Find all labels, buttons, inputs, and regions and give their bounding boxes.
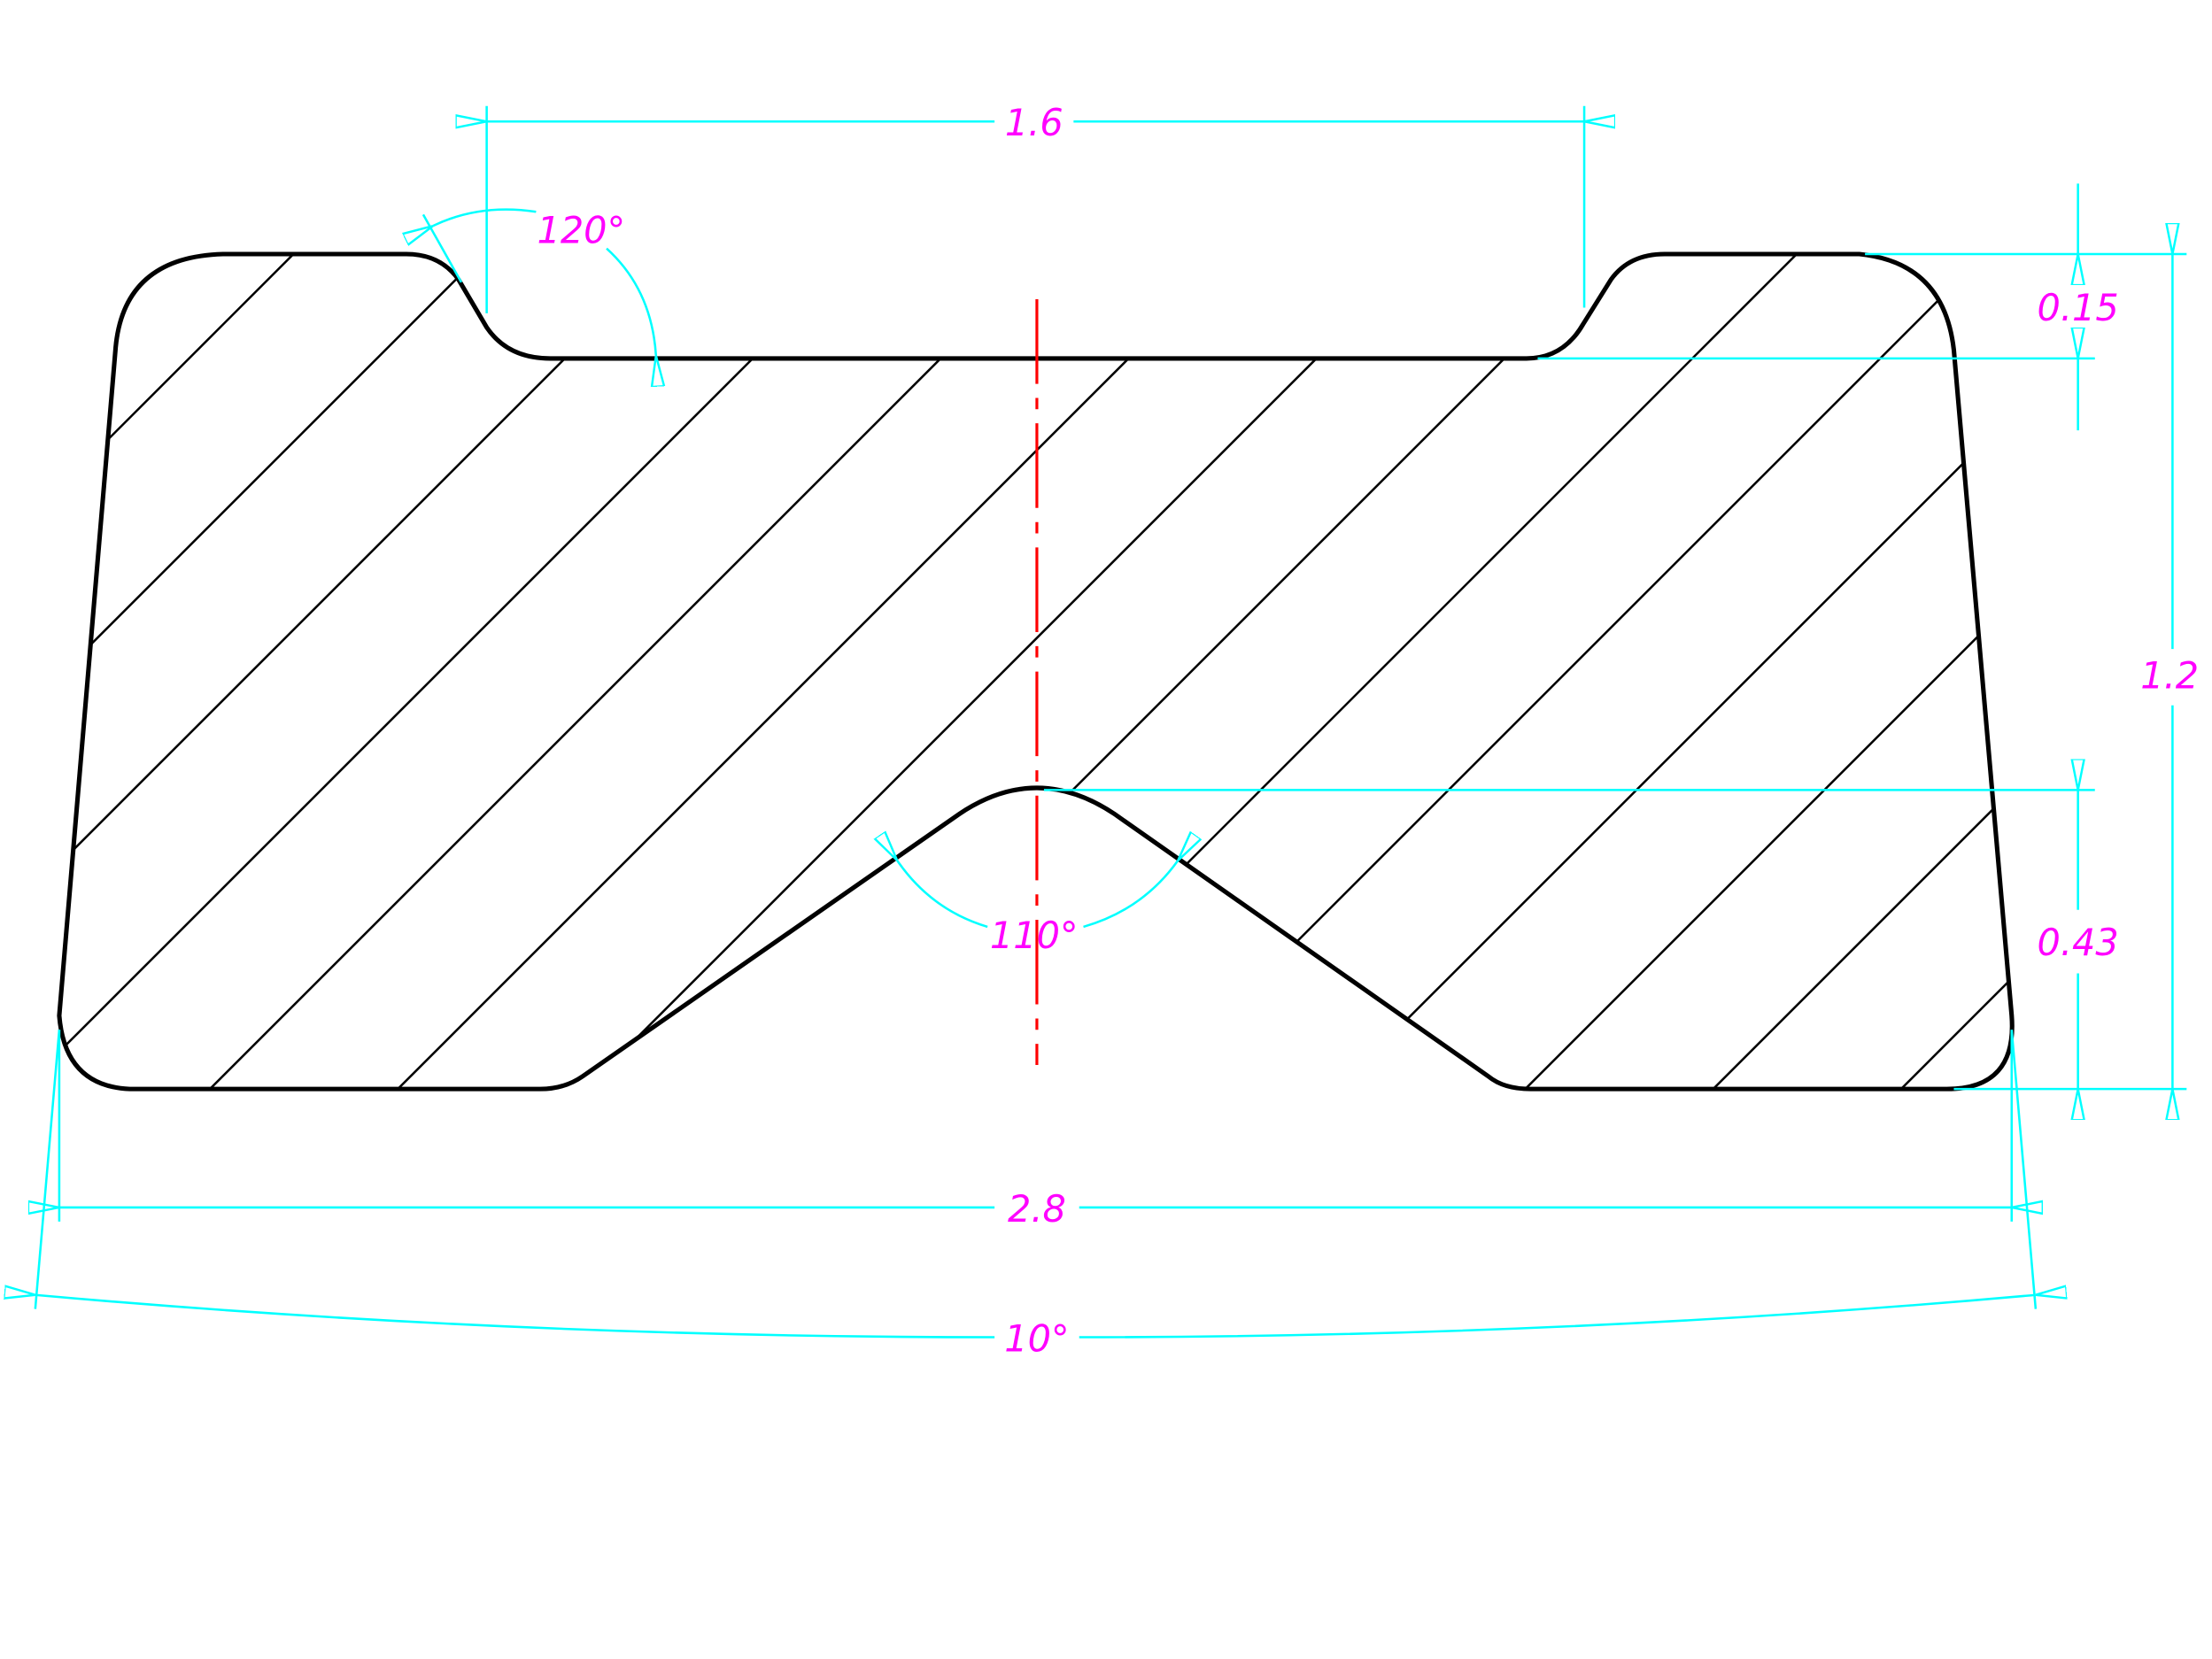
- hatch-line: [1531, 254, 2013, 1090]
- dimension-text: 2.8: [1008, 1188, 1066, 1231]
- hatch-line: [58, 254, 407, 1090]
- dimension-text: 1.2: [2140, 655, 2199, 698]
- hatching: [58, 254, 2013, 1090]
- dimension-top-angle: 120°: [423, 208, 656, 355]
- dimension-top-width: 1.6: [487, 101, 1584, 313]
- hatch-line: [58, 254, 595, 1090]
- hatch-line: [592, 254, 1723, 1090]
- hatch-line: [58, 254, 971, 1090]
- dimension-text: 1.6: [1005, 102, 1063, 144]
- dimension-text: 10°: [1004, 1317, 1069, 1360]
- dimension-notch-angle: 110°: [897, 860, 1178, 957]
- dimension-text: 0.15: [2038, 287, 2119, 329]
- hatch-line: [1720, 254, 2013, 1090]
- hatch-line: [58, 254, 784, 1090]
- part-profile-outline: [57, 251, 2015, 1092]
- dimension-notch-height: 0.43: [1043, 790, 2187, 1089]
- hatch-line: [216, 254, 1347, 1090]
- dimension-bottom-width: 2.8: [59, 1030, 2012, 1231]
- hatch-line: [968, 254, 2013, 1090]
- hatch-line: [1343, 254, 2013, 1090]
- hatch-line: [58, 254, 1159, 1090]
- hatch-line: [404, 254, 1535, 1090]
- dimension-groove-depth: 0.15: [1537, 183, 2187, 431]
- dimension-text: 120°: [537, 209, 625, 251]
- dimension-text: 110°: [990, 914, 1079, 957]
- dimension-side-taper: 10°: [35, 1030, 2036, 1360]
- dimension-total-height: 1.2: [2140, 254, 2199, 1089]
- dimension-text: 0.43: [2038, 922, 2119, 964]
- hatch-line: [780, 254, 1911, 1090]
